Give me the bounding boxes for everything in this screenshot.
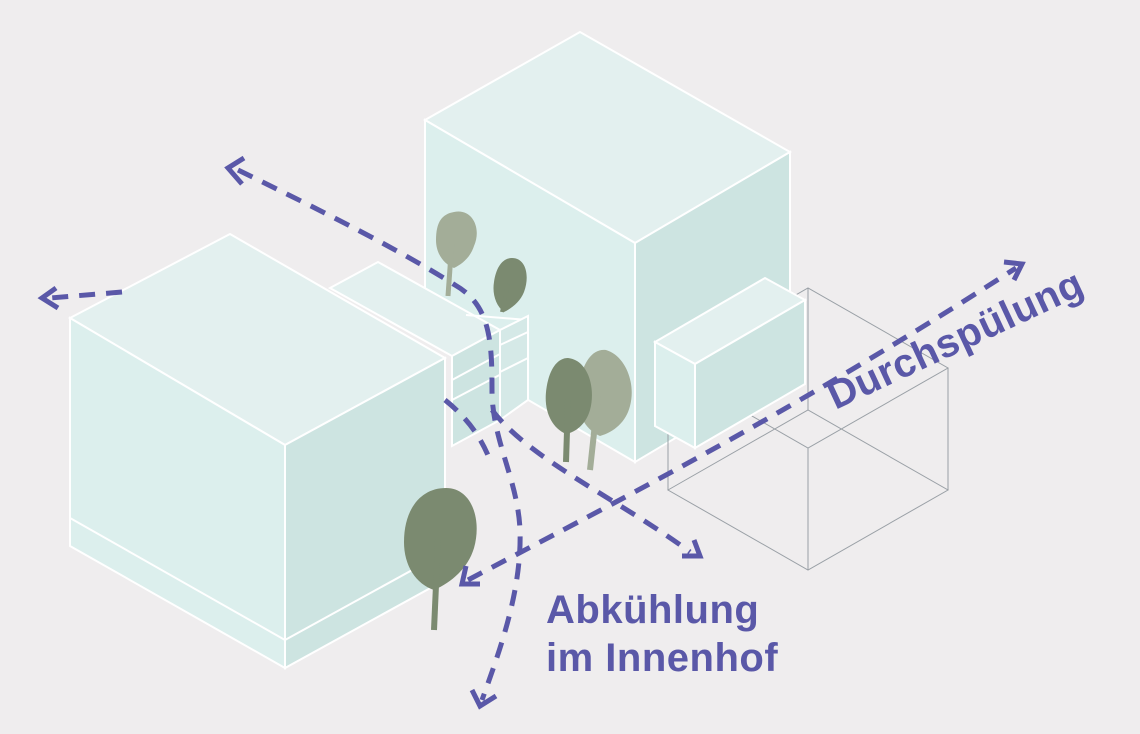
arrow-path-courtyard	[443, 398, 493, 461]
arrow-path-branch	[490, 408, 692, 555]
annex-block	[652, 276, 808, 450]
arrowhead-up-right	[1003, 259, 1026, 282]
arrowhead-top-left	[224, 155, 246, 186]
arrowhead-bottom	[469, 688, 498, 710]
arrowhead-down-left	[458, 565, 480, 587]
arrowhead-left	[37, 285, 60, 311]
arrow-path-main	[236, 167, 523, 701]
arrowheads	[37, 155, 1026, 710]
cooling-label-line-2: im Innenhof	[546, 636, 779, 680]
tree-3	[577, 349, 632, 471]
tree-4	[545, 358, 592, 463]
cooling-label: Abkühlung im Innenhof	[546, 586, 778, 682]
arrowhead-right-down	[682, 539, 704, 559]
left-building	[67, 232, 448, 670]
cooling-label-line-1: Abkühlung	[546, 588, 760, 632]
airflow-arrows	[49, 167, 1018, 701]
tree-1	[436, 211, 477, 297]
arrow-path-left	[49, 289, 123, 301]
tree-2	[493, 258, 527, 313]
middle-building	[327, 260, 529, 448]
tree-5	[404, 488, 477, 631]
arrow-path-flush	[466, 265, 1018, 583]
